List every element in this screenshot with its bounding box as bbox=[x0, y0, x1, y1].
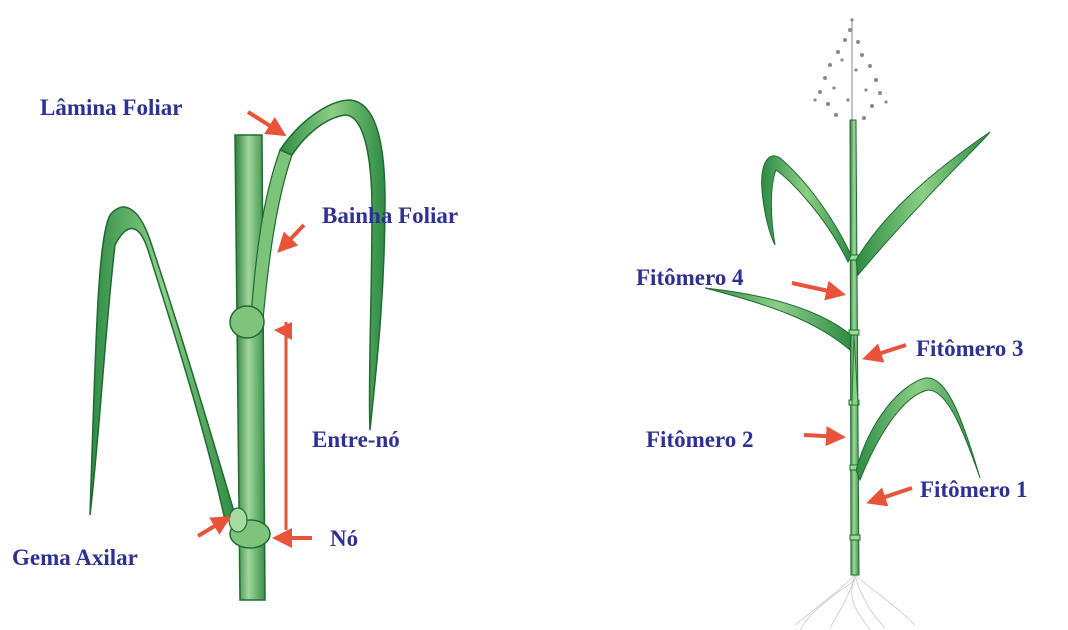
label-gema-axilar: Gema Axilar bbox=[12, 546, 138, 569]
label-fitomero-4: Fitômero 4 bbox=[636, 266, 744, 289]
middle-left-leaf bbox=[705, 288, 851, 350]
arrow-fitomero-3 bbox=[866, 345, 906, 358]
label-fitomero-3: Fitômero 3 bbox=[916, 337, 1024, 360]
arrow-gema-axilar bbox=[198, 518, 228, 536]
label-lamina-foliar: Lâmina Foliar bbox=[40, 96, 182, 119]
label-bainha-foliar: Bainha Foliar bbox=[322, 204, 458, 227]
leaf-blade bbox=[280, 100, 385, 430]
upper-left-leaf bbox=[762, 156, 851, 262]
upper-node bbox=[230, 306, 264, 338]
label-no: Nó bbox=[330, 527, 358, 550]
panicle bbox=[813, 18, 887, 130]
label-fitomero-2: Fitômero 2 bbox=[646, 428, 754, 451]
left-leaf bbox=[90, 207, 235, 520]
label-entre-no: Entre-nó bbox=[312, 428, 400, 451]
arrow-fitomero-1 bbox=[870, 488, 912, 502]
internode-bracket-top bbox=[274, 322, 292, 340]
arrow-fitomero-4 bbox=[792, 283, 842, 294]
right-plant-illustration bbox=[705, 18, 990, 630]
arrow-fitomero-2 bbox=[804, 435, 842, 437]
arrow-lamina-foliar bbox=[248, 112, 283, 134]
arrow-bainha-foliar bbox=[280, 225, 304, 250]
roots bbox=[795, 575, 915, 630]
left-plant-illustration bbox=[90, 100, 385, 600]
upper-right-leaf bbox=[856, 132, 990, 275]
lower-right-leaf bbox=[856, 378, 980, 480]
axillary-bud bbox=[229, 508, 247, 532]
label-fitomero-1: Fitômero 1 bbox=[920, 478, 1028, 501]
